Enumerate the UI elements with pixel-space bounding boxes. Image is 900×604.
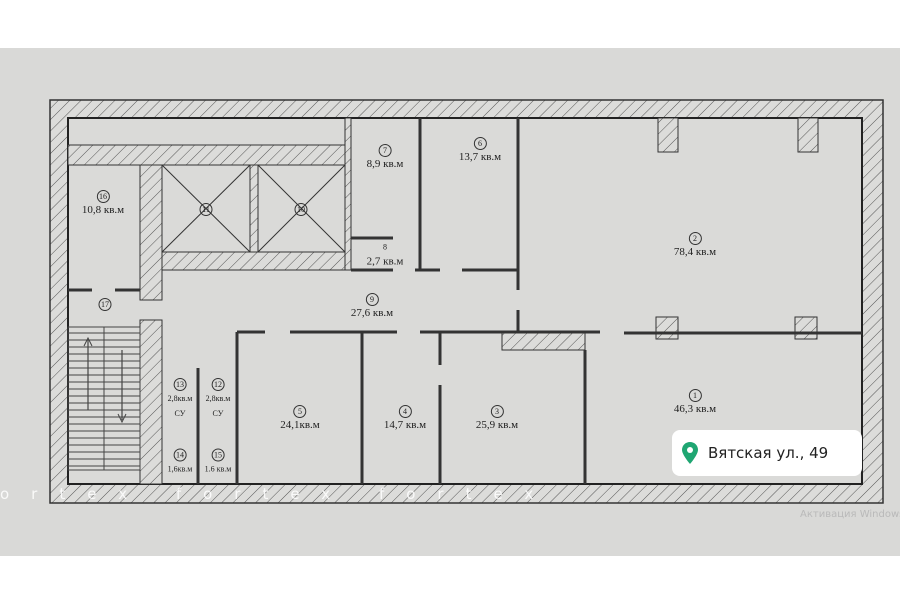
staircase xyxy=(67,326,141,471)
hatched-wall xyxy=(139,319,163,485)
hatched-wall xyxy=(67,144,346,166)
hatched-wall xyxy=(249,164,259,253)
room-17-label: 17 xyxy=(98,297,112,311)
map-pin-icon xyxy=(682,442,698,464)
hatched-wall xyxy=(161,251,351,271)
address-badge[interactable]: Вятская ул., 49 xyxy=(672,430,862,476)
hatched-wall xyxy=(344,117,352,271)
watermark: ortex fortex fortex xyxy=(0,485,556,503)
partitions xyxy=(68,118,862,484)
hatched-wall xyxy=(139,164,163,301)
room-11-label: 11 xyxy=(199,202,213,216)
address-text: Вятская ул., 49 xyxy=(708,444,829,462)
room-10-label: 10 xyxy=(294,202,308,216)
windows-activation-notice: Активация Windows xyxy=(800,509,900,520)
